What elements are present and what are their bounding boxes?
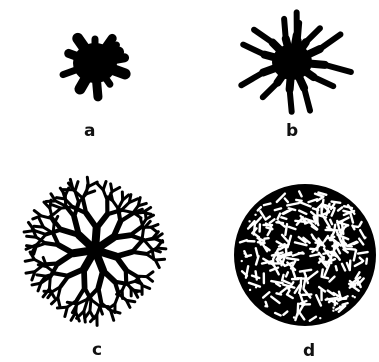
maze-gap bbox=[266, 227, 272, 229]
maze-gap bbox=[366, 259, 367, 264]
dendrite-branch bbox=[113, 235, 130, 237]
maze-gap bbox=[343, 303, 348, 304]
blob-arm-tip bbox=[298, 23, 299, 41]
blob-arm-tip bbox=[306, 28, 320, 42]
maze-gap bbox=[358, 252, 368, 253]
panel-d-label: d bbox=[303, 341, 315, 361]
blob-arm-tip bbox=[284, 19, 286, 39]
panel-c-label: c bbox=[92, 340, 102, 360]
maze-gap bbox=[350, 261, 351, 271]
maze-gap bbox=[281, 217, 286, 219]
maze-gap bbox=[266, 302, 268, 306]
dendrite-branch bbox=[37, 275, 46, 276]
maze-gap bbox=[264, 204, 271, 206]
blob-arm-tip bbox=[243, 45, 264, 55]
maze-gap bbox=[256, 271, 257, 279]
maze-gap bbox=[323, 277, 328, 278]
panel-a: a bbox=[63, 38, 125, 141]
dendrite-branch bbox=[97, 214, 108, 228]
dendrite-branch bbox=[116, 257, 126, 270]
shape-b bbox=[241, 12, 351, 111]
dendrite-branch bbox=[115, 294, 119, 304]
dendrite-branch bbox=[98, 270, 103, 288]
dendrite-branch bbox=[155, 239, 163, 242]
maze-gap bbox=[285, 224, 287, 235]
panel-b-label: b bbox=[286, 121, 298, 141]
maze-gap bbox=[277, 293, 281, 294]
maze-gap bbox=[336, 266, 337, 270]
dendrite-branch bbox=[152, 249, 154, 259]
maze-gap bbox=[310, 254, 318, 256]
dendrite-branch bbox=[111, 193, 113, 200]
shape-d bbox=[235, 185, 375, 325]
blob-arm-tip bbox=[263, 83, 278, 98]
maze-gap bbox=[353, 226, 358, 227]
maze-gap bbox=[296, 200, 301, 201]
dendrite-branch bbox=[75, 182, 78, 191]
dendrite-branch bbox=[132, 212, 143, 214]
panel-c: c bbox=[24, 177, 166, 360]
dendrite-branch bbox=[132, 252, 146, 254]
dendrite-branch bbox=[147, 277, 153, 282]
dendrite-branch bbox=[44, 263, 58, 264]
maze-gap bbox=[282, 275, 283, 280]
dendrite-branch bbox=[32, 283, 41, 285]
dendrite-branch bbox=[157, 248, 166, 249]
dendrite-branch bbox=[151, 227, 158, 232]
maze-gap bbox=[322, 269, 323, 276]
maze-gap bbox=[328, 237, 334, 238]
maze-gap bbox=[286, 272, 288, 276]
shape-a bbox=[63, 38, 125, 96]
blob-arm-tip bbox=[314, 77, 334, 86]
dendrite-branch bbox=[53, 205, 61, 208]
maze-gap bbox=[298, 304, 299, 315]
maze-gap bbox=[335, 299, 346, 300]
dendrite-branch bbox=[26, 272, 35, 274]
dendrite-branch bbox=[120, 214, 132, 221]
maze-gap bbox=[289, 208, 295, 210]
blob-arm-tip bbox=[290, 89, 292, 111]
panel-d: d bbox=[235, 185, 375, 361]
dendrite-branch bbox=[112, 187, 120, 191]
dendrite-branch bbox=[34, 211, 41, 216]
dendrite-branch bbox=[103, 182, 106, 190]
dendrite-branch bbox=[59, 245, 74, 253]
dendrite-branch bbox=[144, 240, 152, 249]
blob-arm-tip bbox=[241, 73, 263, 86]
blob-arm-tip bbox=[325, 65, 351, 72]
dendrite-branch bbox=[56, 274, 69, 276]
dendrite-branch bbox=[90, 300, 91, 312]
maze-gap bbox=[332, 202, 341, 203]
dendrite-branch bbox=[57, 307, 67, 308]
panel-a-label: a bbox=[84, 121, 95, 141]
maze-gap bbox=[287, 258, 298, 260]
dendrite-branch bbox=[88, 182, 97, 187]
blob-arm-tip bbox=[304, 88, 310, 111]
shape-c bbox=[24, 177, 166, 325]
blob-arm bbox=[292, 41, 298, 62]
blob-arm-tip bbox=[254, 30, 273, 43]
panel-b: b bbox=[241, 12, 351, 141]
dendrite-branch bbox=[77, 288, 85, 300]
blob-arm-tip bbox=[320, 34, 341, 49]
